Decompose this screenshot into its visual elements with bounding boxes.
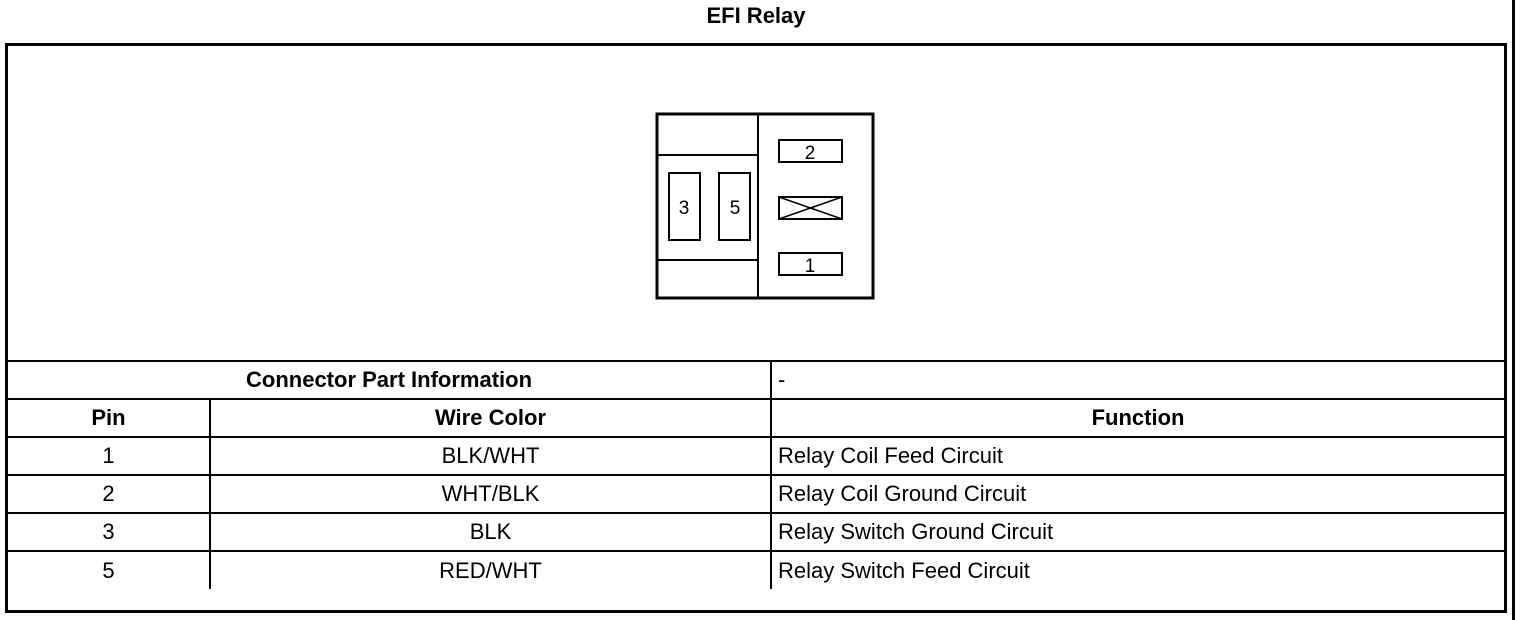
pin-2-label: 2 xyxy=(805,143,816,164)
header-wire-color: Wire Color xyxy=(208,398,773,438)
wire-color-cell: BLK/WHT xyxy=(208,436,773,476)
pin-5-cavity xyxy=(718,172,751,241)
pin-1-label: 1 xyxy=(805,256,816,277)
pin-cell: 2 xyxy=(8,474,211,514)
function-cell: Relay Coil Ground Circuit xyxy=(770,474,1505,514)
pin-2-cavity xyxy=(778,139,843,163)
x-box-icon xyxy=(778,196,843,220)
connector-frame: 2 1 3 5 Connector Part Information xyxy=(5,43,1507,613)
connector-diagram: 2 1 3 5 xyxy=(8,46,1504,360)
part-info-value: - xyxy=(770,360,1505,400)
table-row: 3 BLK Relay Switch Ground Circuit xyxy=(8,512,1505,552)
pin-cell: 1 xyxy=(8,436,211,476)
header-row: Pin Wire Color Function xyxy=(8,398,1505,438)
part-info-row: Connector Part Information - xyxy=(8,360,1505,400)
wire-color-cell: RED/WHT xyxy=(208,550,773,589)
pin-5-label: 5 xyxy=(730,198,741,219)
pin-table: Connector Part Information - Pin Wire Co… xyxy=(8,360,1505,589)
header-pin: Pin xyxy=(8,398,211,438)
table-row: 1 BLK/WHT Relay Coil Feed Circuit xyxy=(8,436,1505,476)
wire-color-cell: WHT/BLK xyxy=(208,474,773,514)
pin-cell: 3 xyxy=(8,512,211,552)
function-cell: Relay Switch Feed Circuit xyxy=(770,550,1505,589)
right-edge-rule xyxy=(1512,0,1515,620)
table-row: 2 WHT/BLK Relay Coil Ground Circuit xyxy=(8,474,1505,514)
pin-3-label: 3 xyxy=(679,198,690,219)
pin-3-cavity xyxy=(668,172,701,241)
part-info-label: Connector Part Information xyxy=(8,360,773,400)
table-row: 5 RED/WHT Relay Switch Feed Circuit xyxy=(8,550,1505,589)
pin-cell: 5 xyxy=(8,550,211,589)
connector-body xyxy=(655,112,875,300)
pin-1-cavity xyxy=(778,252,843,276)
function-cell: Relay Coil Feed Circuit xyxy=(770,436,1505,476)
wire-color-cell: BLK xyxy=(208,512,773,552)
function-cell: Relay Switch Ground Circuit xyxy=(770,512,1505,552)
page-title: EFI Relay xyxy=(706,3,806,28)
connector-face-drawing: 2 1 3 5 xyxy=(655,112,875,300)
header-function: Function xyxy=(770,398,1505,438)
